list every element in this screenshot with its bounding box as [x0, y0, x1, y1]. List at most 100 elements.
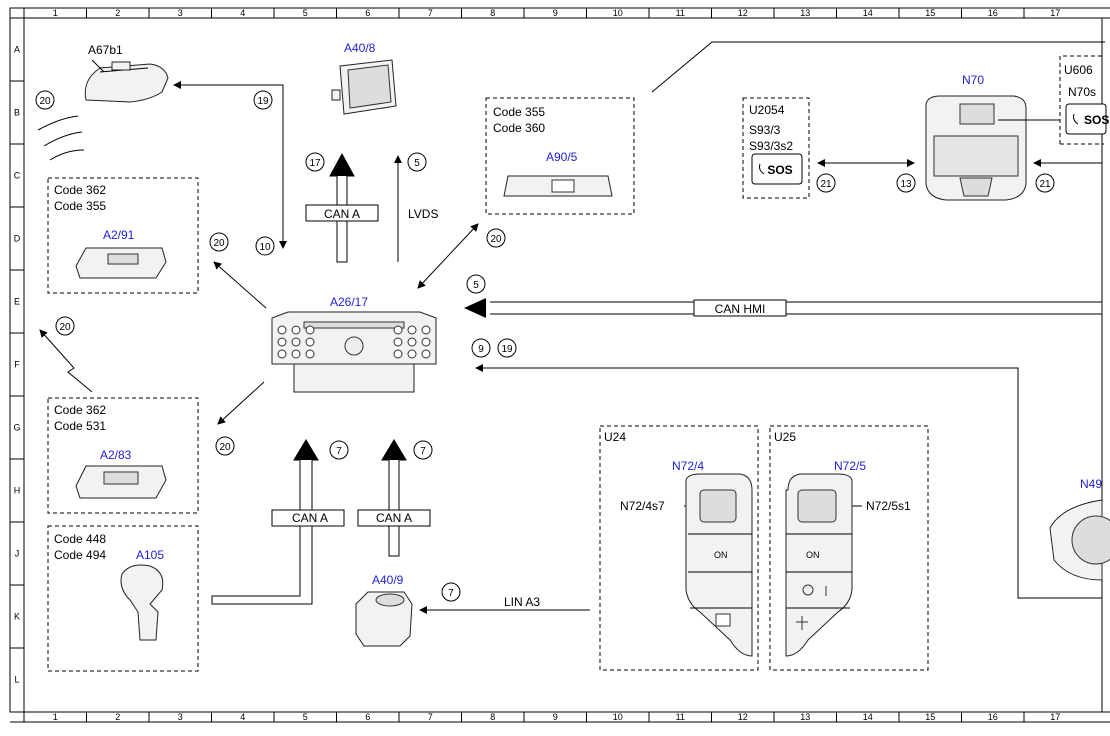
grid-col-label: 1: [53, 8, 58, 18]
lvds-label: LVDS: [408, 207, 438, 221]
grid-col-label: 14: [863, 712, 873, 722]
n72-4-label: N72/4: [672, 459, 704, 473]
a2-91-code-2: Code 355: [54, 199, 106, 213]
a105-code-1: Code 448: [54, 532, 106, 546]
a2-83-module: [75, 465, 167, 499]
ref-13: 13: [900, 179, 912, 190]
on-label-2: ON: [806, 550, 820, 560]
grid-row-label: G: [13, 423, 20, 433]
grid-col-label: 12: [738, 8, 748, 18]
ref-7a: 7: [336, 446, 342, 457]
head-unit-button: [305, 325, 315, 335]
a2-91-label: A2/91: [103, 228, 135, 242]
grid-col-label: 8: [490, 8, 495, 18]
u2054-label: U2054: [749, 103, 785, 117]
ref-20e: 20: [219, 442, 231, 453]
a90-5-module: [503, 175, 613, 197]
a40-8-display: [331, 59, 397, 115]
grid-row-label: A: [14, 45, 20, 55]
a26-17-label: A26/17: [330, 295, 368, 309]
grid-col-label: 13: [800, 8, 810, 18]
head-unit-button: [421, 325, 431, 335]
ref-21: 21: [820, 179, 832, 190]
a67b1-mirror: [84, 59, 169, 103]
a2-83-code-1: Code 362: [54, 403, 106, 417]
wireless-zigzag: [39, 329, 93, 393]
a90-5-label: A90/5: [546, 150, 578, 164]
a40-9-label: A40/9: [372, 573, 404, 587]
ref-17: 17: [309, 158, 321, 169]
head-unit-button: [393, 337, 403, 347]
head-unit-button: [407, 325, 417, 335]
grid-row-label: D: [14, 234, 21, 244]
head-unit-button: [421, 337, 431, 347]
can-a-label-1: CAN A: [324, 207, 360, 221]
grid-row-label: C: [14, 171, 21, 181]
grid-col-label: 14: [863, 8, 873, 18]
can-hmi-label: CAN HMI: [715, 302, 766, 316]
ref-20c: 20: [490, 234, 502, 245]
link-a26-a90: [417, 223, 479, 289]
u25-box: [769, 425, 929, 671]
grid-col-label: 16: [988, 712, 998, 722]
n72-4-switch-panel: [685, 473, 753, 657]
a90-code-2: Code 360: [493, 121, 545, 135]
head-unit-button: [407, 337, 417, 347]
a40-8-label: A40/8: [344, 41, 376, 55]
ref-20b: 20: [213, 238, 225, 249]
a90-code-1: Code 355: [493, 105, 545, 119]
ref-19b: 19: [501, 344, 513, 355]
can-a-bus-2: [211, 439, 345, 605]
head-unit-button: [291, 349, 301, 359]
sos-button: [751, 153, 803, 185]
grid-col-label: 7: [428, 8, 433, 18]
n70-overhead-module: [925, 95, 1060, 201]
sos-text-2: SOS: [1084, 113, 1109, 127]
grid-row-label: F: [14, 360, 20, 370]
grid-row-label: H: [14, 486, 21, 496]
grid-col-label: 16: [988, 8, 998, 18]
grid-col-label: 5: [303, 8, 308, 18]
can-a-bus-up: [305, 152, 379, 263]
grid-col-label: 4: [240, 712, 245, 722]
head-unit-button: [407, 349, 417, 359]
head-unit-button: [291, 337, 301, 347]
lin-a3-label: LIN A3: [504, 595, 540, 609]
ref-20d: 20: [59, 322, 71, 333]
u24-label: U24: [604, 430, 626, 444]
grid-col-label: 9: [553, 712, 558, 722]
grid-col-label: 11: [676, 8, 685, 18]
grid-row-label: J: [15, 549, 20, 559]
n70s-label: N70s: [1068, 85, 1096, 99]
ref-9: 9: [478, 344, 484, 355]
grid-col-label: 1: [53, 712, 58, 722]
grid-col-label: 10: [613, 712, 623, 722]
a2-91-module: [75, 247, 167, 279]
head-unit-button: [393, 349, 403, 359]
u25-label: U25: [774, 430, 796, 444]
ref-21b: 21: [1039, 179, 1051, 190]
ref-10: 10: [259, 242, 271, 253]
can-a-label-2: CAN A: [292, 511, 328, 525]
grid-col-label: 15: [925, 8, 935, 18]
grid-col-label: 8: [490, 712, 495, 722]
sos-button-2: [1065, 103, 1107, 135]
sos-text-1: SOS: [767, 163, 792, 177]
a2-83-box: [47, 397, 199, 514]
grid-col-label: 4: [240, 8, 245, 18]
n49-steering-sensor: [1049, 499, 1110, 581]
grid-col-label: 6: [365, 8, 370, 18]
grid-col-label: 9: [553, 8, 558, 18]
can-a-label-3: CAN A: [376, 511, 412, 525]
grid-col-label: 10: [613, 8, 623, 18]
grid-col-label: 5: [303, 712, 308, 722]
grid-col-label: 6: [365, 712, 370, 722]
n72-5-label: N72/5: [834, 459, 866, 473]
a2-91-box: [47, 177, 199, 294]
head-unit-button: [277, 325, 287, 335]
leader-a90: [651, 41, 1105, 93]
a40-9-controller: [355, 591, 413, 647]
